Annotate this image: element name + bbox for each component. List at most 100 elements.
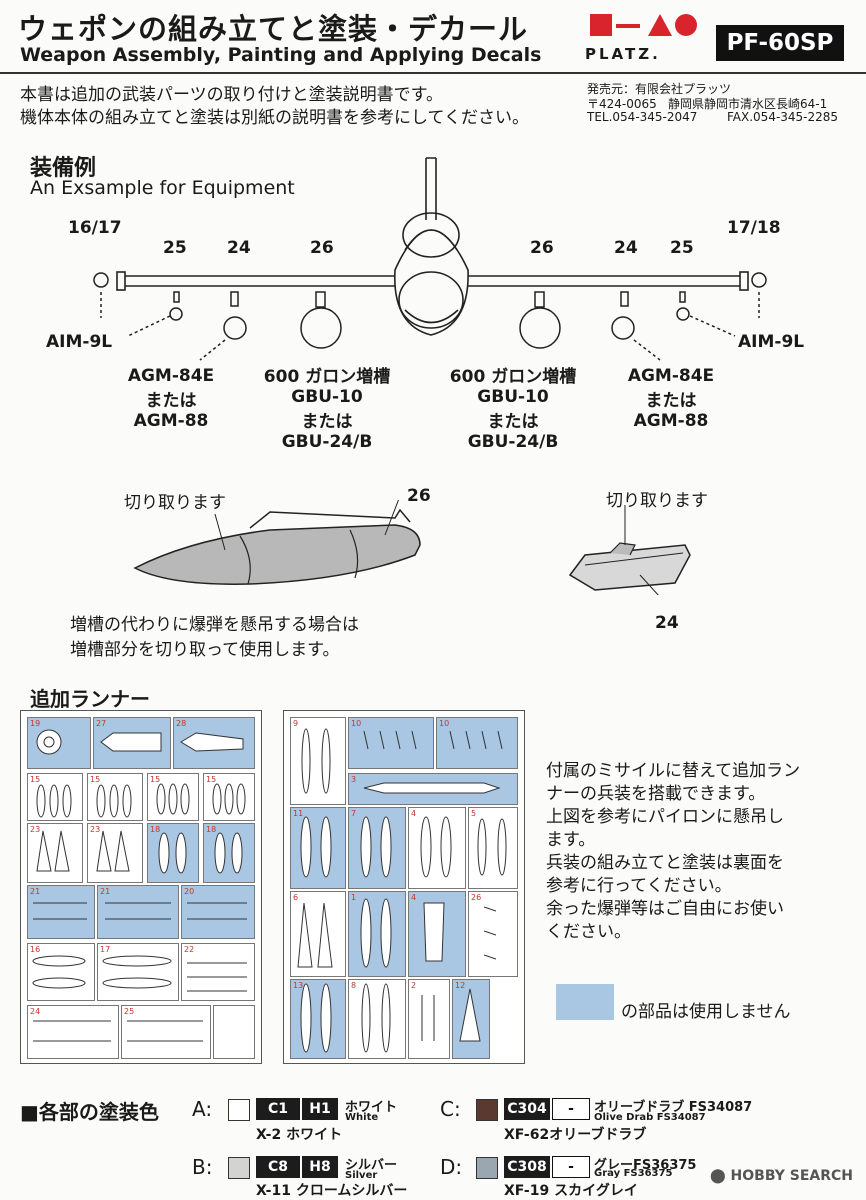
intro-line-2: 機体本体の組み立てと塗装は別紙の説明書を参考にしてください。 (20, 108, 529, 128)
cutout-note-2: 増槽部分を切り取って使用します。 (70, 640, 340, 660)
paint-a-code2: H1 (302, 1098, 338, 1120)
runner-part-number: 23 (90, 825, 101, 834)
runner-part-number: 25 (124, 1007, 135, 1016)
runner-part-number: 1 (351, 893, 357, 902)
runner-part-1: 6 (290, 891, 346, 977)
runner-sprue-right: 9 10 10 3 11 7 4 5 6 1 4 26 13 8 2 12 (283, 710, 525, 1064)
runner-part-number: 10 (439, 719, 450, 728)
brand-name: PLATZ. (585, 45, 661, 63)
runner-part-number: 21 (30, 887, 41, 896)
runner-sprue-left: 19 27 28 15 15 15 15 23 23 18 18 21 21 2… (20, 710, 262, 1064)
paint-b-sub: X-11 クロームシルバー (256, 1183, 408, 1199)
paint-section-title: ■各部の塗装色 (20, 1100, 159, 1124)
page-title: ウェポンの組み立てと塗装・デカール (18, 12, 529, 46)
runner-part-23b: 23 (87, 823, 143, 883)
runner-part-5: 4 (408, 807, 466, 889)
paint-c-name-en: Olive Drab FS34087 (594, 1112, 706, 1123)
platz-logo (590, 14, 697, 36)
runner-part-10a: 10 (348, 717, 434, 769)
cutout-label-right: 切り取ります (606, 491, 708, 511)
page-subtitle: Weapon Assembly, Painting and Applying D… (20, 44, 542, 66)
part-number-left-24: 24 (227, 238, 251, 258)
paint-c-code2: - (552, 1098, 590, 1120)
runner-part-4b: 1 (348, 891, 406, 977)
runner-part-number: 4 (411, 809, 417, 818)
intro-line-1: 本書は追加の武装パーツの取り付けと塗装説明書です。 (20, 85, 443, 105)
paint-b-code2: H8 (302, 1156, 338, 1178)
watermark-logo-icon: ⬤ (710, 1168, 726, 1184)
runner-part-number: 4 (411, 893, 417, 902)
runner-part-number: 17 (100, 945, 111, 954)
part-number-right-26: 26 (530, 238, 554, 258)
equipment-title-en: An Exsample for Equipment (30, 177, 295, 199)
runner-part-20: 20 (181, 885, 255, 939)
runner-part-number: 23 (30, 825, 41, 834)
runner-part-21b: 21 (97, 885, 179, 939)
label-right-aim9l: AIM-9L (738, 332, 805, 352)
paint-d-name-en: Gray FS36375 (594, 1168, 673, 1179)
publisher-name: 発売元：有限会社プラッツ (587, 82, 732, 96)
runner-part-number: 18 (206, 825, 217, 834)
runner-part-number: 15 (30, 775, 41, 784)
runner-part-15d: 15 (203, 773, 255, 821)
runner-part-18b: 18 (203, 823, 255, 883)
runner-part-number: 3 (351, 775, 357, 784)
cutout-number-right: 24 (655, 613, 679, 633)
runner-part-number: 10 (351, 719, 362, 728)
cutout-number-left: 26 (407, 486, 431, 506)
runner-part-7: 11 (290, 807, 346, 889)
runner-part-8: 13 (290, 979, 346, 1059)
runner-part-number: 26 (471, 893, 482, 902)
runner-part-4a: 7 (348, 807, 406, 889)
runner-part-2: 8 (348, 979, 406, 1059)
part-number-right-25: 25 (670, 238, 694, 258)
runner-left-parts-art (32, 729, 247, 1042)
product-code: PF-60SP (716, 25, 844, 61)
runner-part-24: 24 (27, 1005, 119, 1059)
drop-tank-illustration (133, 500, 421, 585)
runner-part-number: 6 (293, 893, 299, 902)
cutout-note-1: 増槽の代わりに爆弾を懸吊する場合は (70, 615, 359, 635)
runner-part-15b: 15 (87, 773, 143, 821)
paint-a-name-en: White (345, 1112, 379, 1123)
unused-parts-legend: の部品は使用しません (621, 1002, 791, 1022)
part-number-left-wingtip: 16/17 (68, 218, 122, 238)
runner-part-23a: 23 (27, 823, 83, 883)
runner-part-13: 26 (468, 891, 518, 977)
part-number-left-25: 25 (163, 238, 187, 258)
runner-part-number: 2 (411, 981, 417, 990)
runner-part-15c: 15 (147, 773, 199, 821)
runner-part-number: 16 (30, 945, 41, 954)
runner-part-number: 15 (206, 775, 217, 784)
runner-part-number: 24 (30, 1007, 41, 1016)
runner-part-number: 9 (293, 719, 299, 728)
paint-c-swatch (476, 1099, 498, 1121)
runner-description: 付属のミサイルに替えて追加ラン ナーの兵装を搭載できます。 上図を参考にパイロン… (546, 761, 801, 942)
runner-part-number: 18 (150, 825, 161, 834)
paint-d-letter: D: (440, 1155, 463, 1179)
aircraft-front-view (93, 157, 767, 361)
runner-part-number: 7 (351, 809, 357, 818)
runner-part-number: 28 (176, 719, 187, 728)
unused-parts-swatch (556, 984, 614, 1020)
watermark: ⬤ HOBBY SEARCH (710, 1168, 854, 1184)
paint-b-name-jp: シルバー (345, 1158, 398, 1173)
paint-d-code1: C308 (504, 1156, 550, 1178)
paint-d-code2: - (552, 1156, 590, 1178)
paint-b-name-en: Silver (345, 1170, 378, 1181)
runner-part-number: 5 (471, 809, 477, 818)
runner-part-12: 2 (408, 979, 450, 1059)
publisher-address: 静岡県静岡市清水区長崎64-1 (668, 97, 828, 111)
runner-part-15a: 15 (27, 773, 83, 821)
publisher-tel: TEL.054-345-2047 (587, 110, 698, 124)
paint-a-letter: A: (192, 1097, 213, 1121)
runner-part-number: 13 (293, 981, 304, 990)
header-rule (0, 72, 866, 74)
runner-part-number: 21 (100, 887, 111, 896)
runner-part-number: 22 (184, 945, 195, 954)
runner-part-21a: 21 (27, 885, 95, 939)
